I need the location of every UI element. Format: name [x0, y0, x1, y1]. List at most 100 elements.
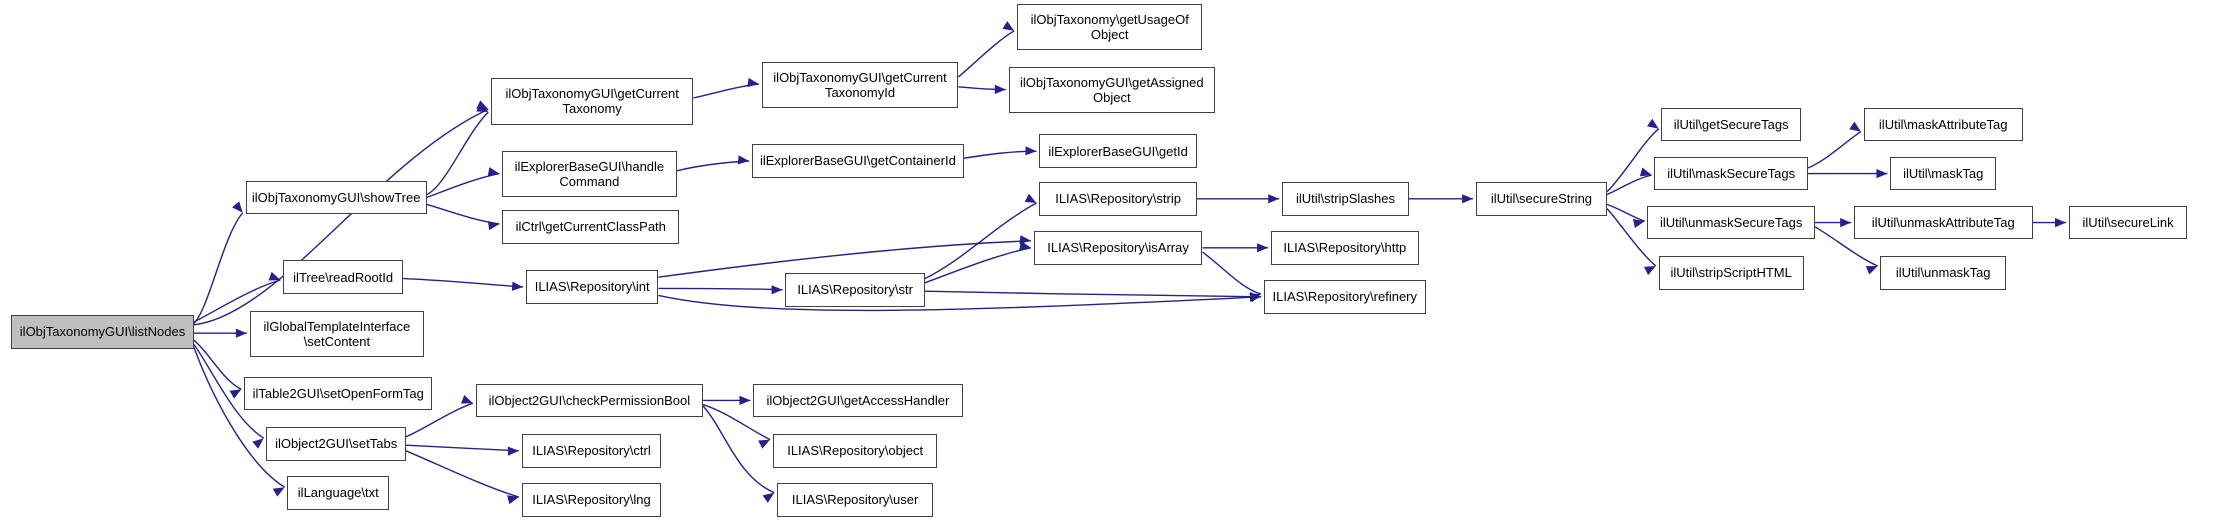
arrow-head-icon — [511, 281, 524, 291]
graph-node[interactable]: ilUtil\unmaskTag — [1880, 256, 2006, 290]
arrow-head-icon — [460, 394, 473, 404]
graph-node[interactable]: ILIAS\Repository\refinery — [1263, 280, 1426, 314]
call-edge — [1202, 251, 1262, 295]
graph-node[interactable]: ilUtil\getSecureTags — [1661, 107, 1801, 142]
arrow-head-icon — [476, 103, 489, 112]
call-edge — [426, 111, 489, 196]
graph-node[interactable]: ILIAS\Repository\strip — [1039, 182, 1197, 216]
arrow-head-icon — [1019, 241, 1031, 251]
graph-node[interactable]: ilObjTaxonomyGUI\getAssigned Object — [1008, 67, 1216, 114]
graph-node[interactable]: ILIAS\Repository\user — [777, 483, 934, 517]
graph-node[interactable]: ilLanguage\txt — [287, 476, 390, 510]
arrow-head-icon — [739, 395, 751, 405]
arrow-head-icon — [235, 328, 247, 338]
graph-node[interactable]: ilTable2GUI\setOpenFormTag — [244, 376, 433, 411]
call-edge — [658, 287, 783, 291]
call-edge — [1606, 174, 1652, 196]
call-edge — [405, 450, 520, 498]
call-edge — [924, 290, 1262, 298]
arrow-head-icon — [1249, 293, 1262, 303]
graph-node[interactable]: ilUtil\stripSlashes — [1282, 182, 1409, 216]
call-edge — [924, 202, 1037, 280]
graph-node-root[interactable]: ilObjTaxonomyGUI\listNodes — [11, 315, 194, 349]
graph-node[interactable]: ilUtil\secureString — [1475, 182, 1608, 216]
arrow-head-icon — [252, 438, 264, 449]
arrow-head-icon — [1865, 266, 1878, 275]
graph-node[interactable]: ilExplorerBaseGUI\getId — [1039, 134, 1197, 168]
call-edge — [658, 240, 1031, 278]
graph-node[interactable]: ILIAS\Repository\lng — [521, 483, 662, 517]
call-edge — [1606, 203, 1645, 222]
arrow-head-icon — [487, 167, 500, 177]
graph-node[interactable]: ilTree\readRootId — [283, 260, 404, 294]
arrow-head-icon — [737, 155, 750, 165]
call-edge — [193, 279, 281, 323]
graph-node[interactable]: ILIAS\Repository\isArray — [1033, 231, 1203, 265]
graph-node[interactable]: ilUtil\maskAttributeTag — [1863, 107, 2023, 142]
arrow-head-icon — [1024, 193, 1037, 203]
call-edge — [405, 402, 474, 438]
graph-node[interactable]: ilExplorerBaseGUI\getContainerId — [751, 144, 964, 178]
arrow-heads-group — [229, 21, 2066, 505]
graph-node[interactable]: ilObject2GUI\setTabs — [266, 427, 406, 461]
graph-node[interactable]: ilUtil\maskSecureTags — [1654, 156, 1808, 191]
graph-node[interactable]: ilUtil\unmaskAttributeTag — [1853, 205, 2033, 240]
graph-node[interactable]: ILIAS\Repository\object — [772, 434, 938, 468]
call-edge — [193, 339, 242, 390]
graph-node[interactable]: ilUtil\unmaskSecureTags — [1647, 205, 1815, 240]
arrow-head-icon — [2054, 218, 2066, 228]
graph-node[interactable]: ilGlobalTemplateInterface \setContent — [249, 310, 425, 357]
arrow-head-icon — [747, 77, 759, 88]
arrow-head-icon — [1002, 21, 1015, 31]
graph-node[interactable]: ilCtrl\getCurrentClassPath — [502, 210, 680, 244]
graph-node[interactable]: ILIAS\Repository\int — [525, 270, 659, 304]
graph-node[interactable]: ilObjTaxonomy\getUsageOf Object — [1016, 4, 1203, 51]
graph-node[interactable]: ilObject2GUI\getAccessHandler — [753, 383, 963, 418]
call-edge — [193, 212, 244, 324]
graph-node[interactable]: ILIAS\Repository\ctrl — [521, 434, 662, 468]
arrow-head-icon — [994, 84, 1006, 95]
call-edge — [1814, 226, 1878, 267]
graph-node[interactable]: ilUtil\secureLink — [2068, 205, 2188, 240]
call-edge — [403, 277, 524, 288]
arrow-head-icon — [1025, 146, 1037, 156]
arrow-head-icon — [268, 271, 281, 281]
arrow-head-icon — [1268, 194, 1280, 204]
call-edge — [924, 247, 1032, 284]
arrow-head-icon — [487, 220, 500, 231]
call-edge — [1807, 131, 1862, 169]
graph-node[interactable]: ILIAS\Repository\str — [785, 273, 925, 307]
arrow-head-icon — [1257, 243, 1269, 253]
arrow-head-icon — [758, 439, 771, 449]
arrow-head-icon — [1632, 218, 1645, 228]
arrow-head-icon — [1849, 121, 1861, 132]
arrow-head-icon — [507, 495, 519, 505]
arrow-head-icon — [232, 201, 243, 213]
call-edge — [426, 203, 500, 225]
graph-node[interactable]: ilUtil\maskTag — [1890, 156, 1997, 191]
call-edge — [658, 294, 1262, 312]
arrow-head-icon — [1462, 194, 1474, 204]
arrow-head-icon — [1840, 218, 1852, 228]
arrow-head-icon — [762, 492, 775, 503]
arrow-head-icon — [229, 389, 242, 399]
call-edge — [1606, 208, 1657, 267]
arrow-head-icon — [507, 446, 519, 456]
graph-node[interactable]: ilObjTaxonomyGUI\showTree — [245, 180, 427, 215]
graph-node[interactable]: ilObject2GUI\checkPermissionBool — [475, 383, 704, 418]
graph-node[interactable]: ilExplorerBaseGUI\handle Command — [502, 151, 677, 198]
call-edge — [405, 444, 519, 452]
call-edge — [193, 346, 285, 488]
call-edge — [193, 108, 489, 326]
graph-node[interactable]: ILIAS\Repository\http — [1270, 231, 1419, 265]
graph-node[interactable]: ilObjTaxonomyGUI\getCurrent TaxonomyId — [761, 61, 959, 108]
call-edge — [193, 343, 265, 439]
call-edge — [702, 405, 775, 494]
arrow-head-icon — [771, 285, 783, 295]
graph-node[interactable]: ilObjTaxonomyGUI\getCurrent Taxonomy — [491, 78, 694, 125]
call-edge — [1606, 128, 1660, 193]
graph-node[interactable]: ilUtil\stripScriptHTML — [1658, 256, 1804, 290]
call-edge — [957, 30, 1015, 78]
